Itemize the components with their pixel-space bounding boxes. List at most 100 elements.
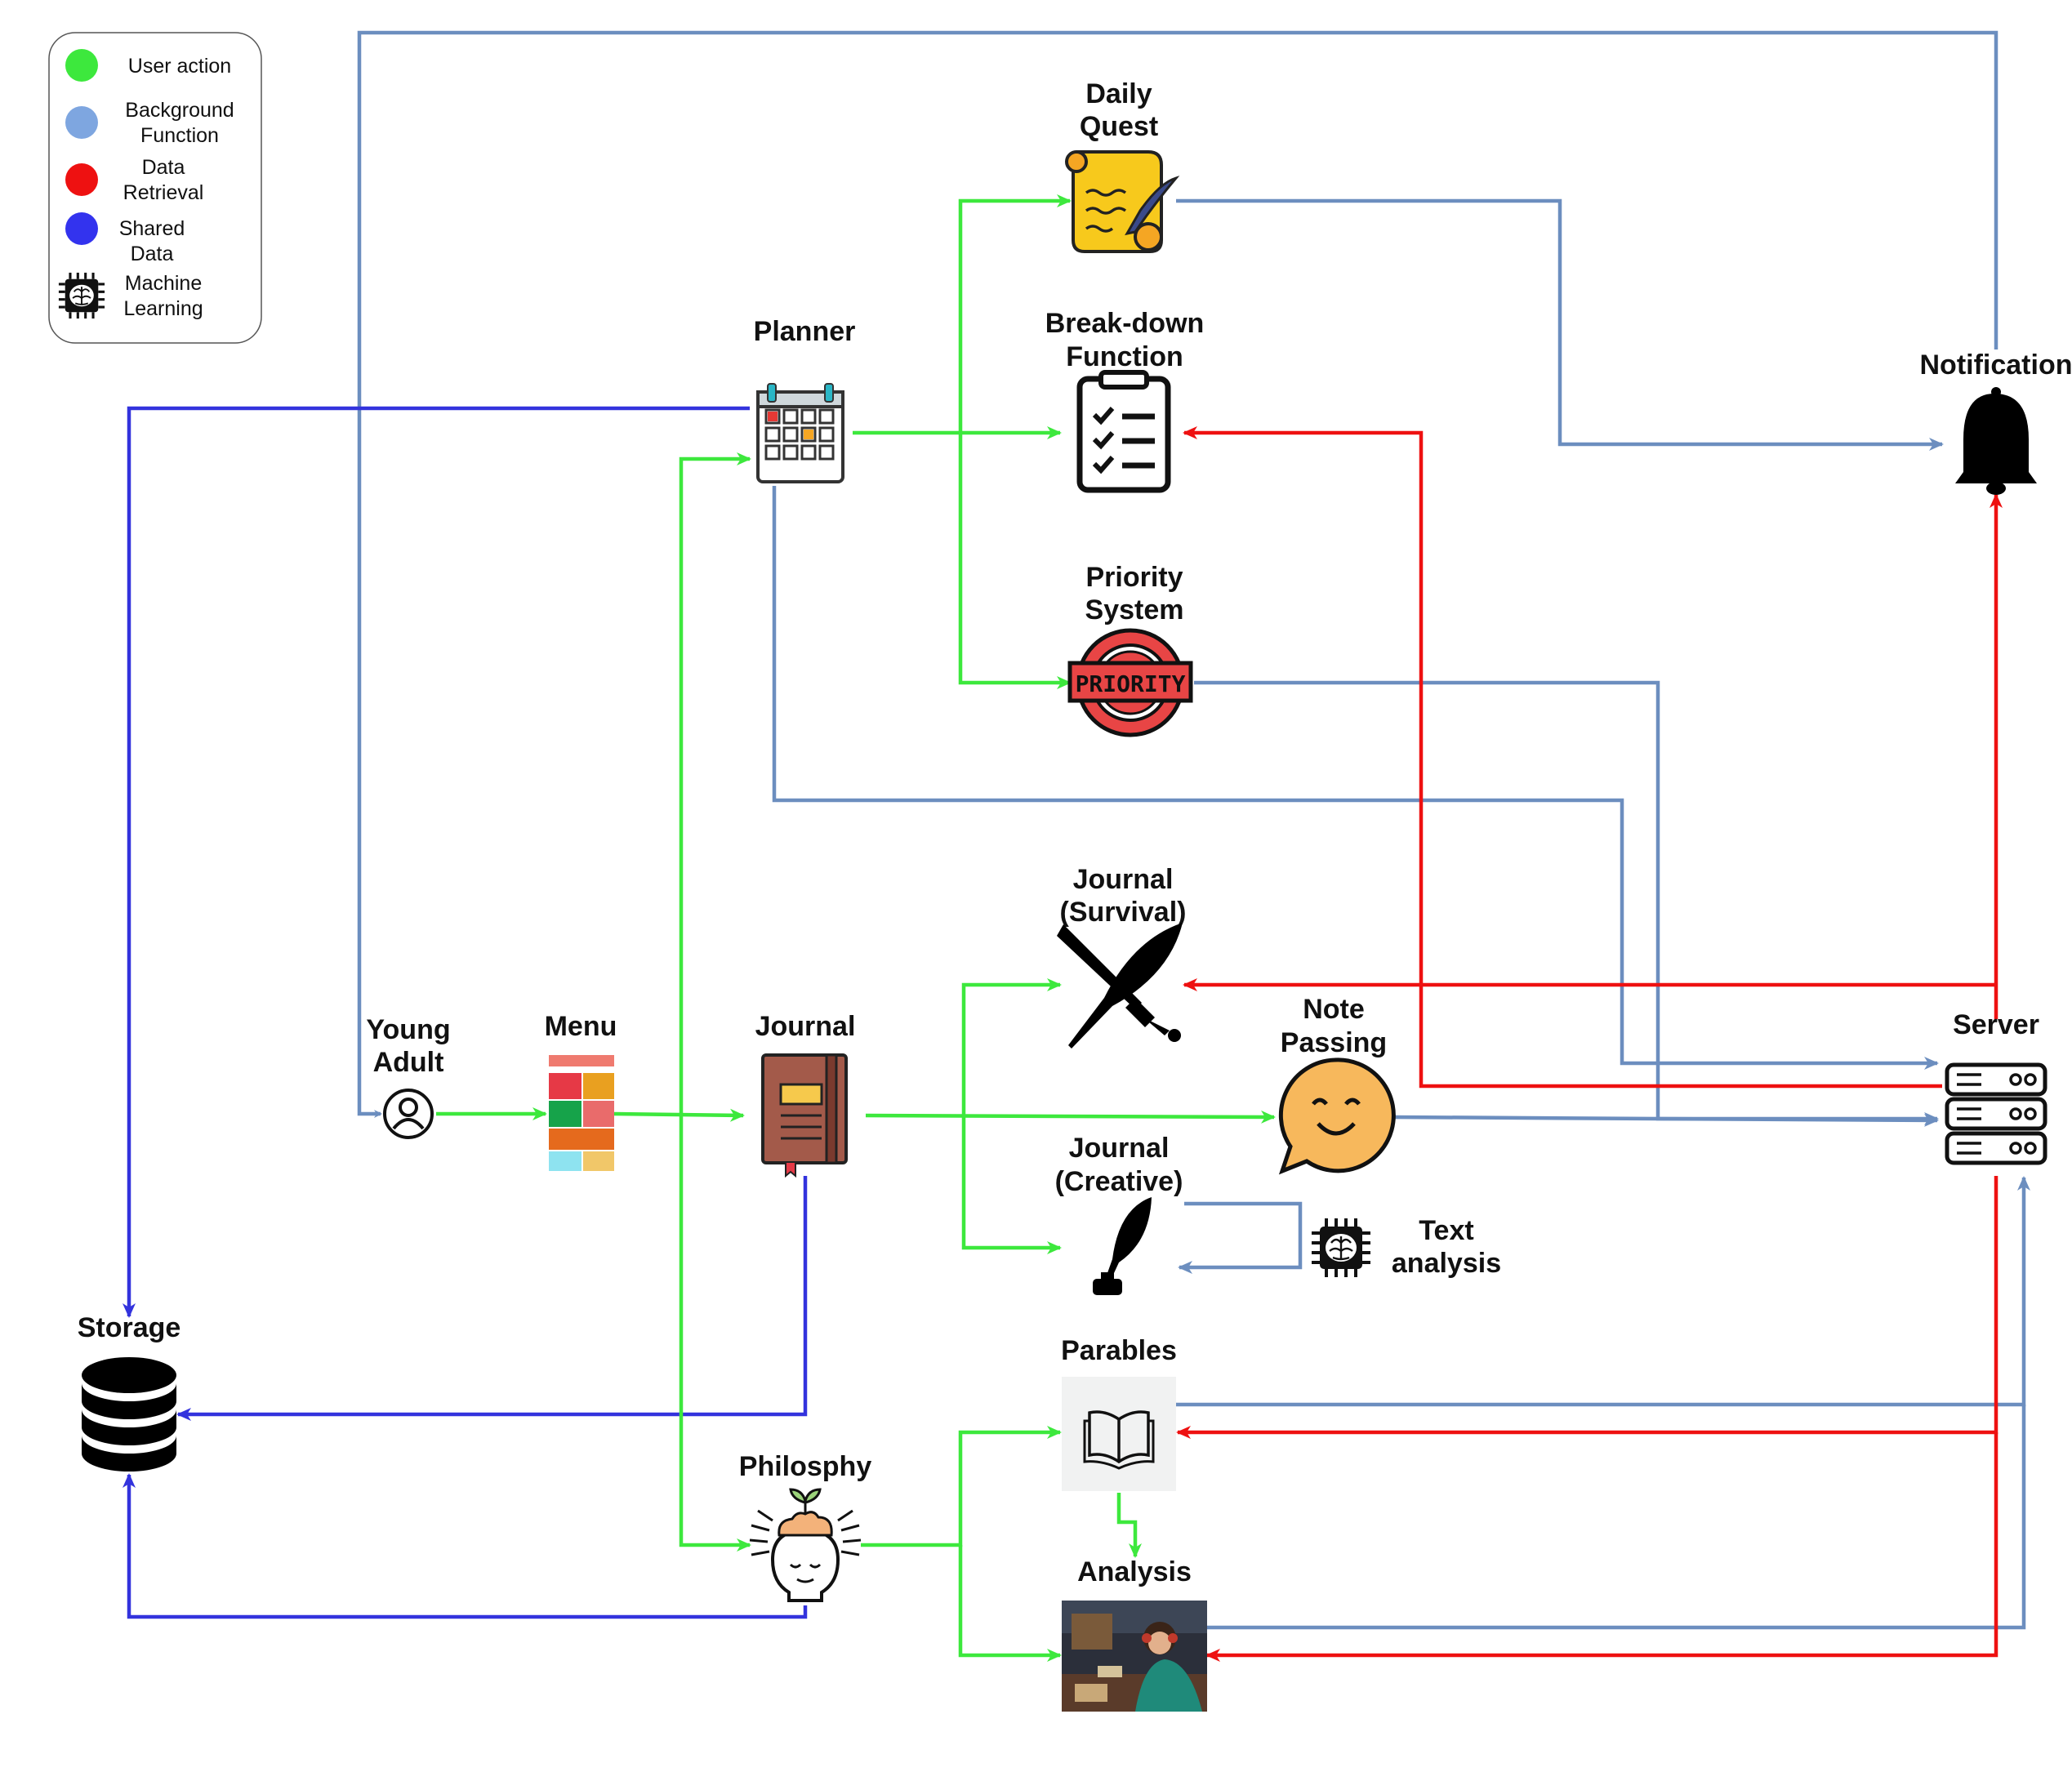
- node-journal-survival: Journal (Survival): [1057, 864, 1186, 1049]
- label-young-adult-line1: Young: [366, 1014, 450, 1045]
- label-breakdown-line1: Break-down: [1045, 308, 1205, 339]
- node-journal: Journal: [755, 1011, 856, 1178]
- edge-planner-storage: [123, 406, 750, 1318]
- connectors-user-action: [436, 194, 1276, 1662]
- legend-user-action: User action: [128, 55, 231, 78]
- node-analysis: Analysis: [1062, 1556, 1207, 1712]
- edge-note-passing-to-server: [1392, 1113, 1939, 1127]
- connectors-background: [357, 30, 2030, 1630]
- edge-text-analysis-loop: [1178, 1201, 1303, 1274]
- edge-server-to-breakdown: [1183, 426, 1942, 1089]
- edge-journal-storage: [176, 1176, 808, 1421]
- label-notification: Notification: [1920, 350, 2072, 381]
- label-breakdown-line2: Function: [1066, 341, 1183, 372]
- label-daily-quest-line1: Daily: [1085, 78, 1152, 109]
- priority-stamp-icon: PRIORITY: [1067, 628, 1193, 737]
- menu-tiles-icon: [549, 1055, 614, 1171]
- crossed-quill-sword-icon: [1057, 923, 1183, 1049]
- node-server: Server: [1945, 1009, 2047, 1165]
- database-icon: [82, 1357, 176, 1472]
- scroll-quill-icon: [1065, 150, 1180, 253]
- node-philosophy: Philosphy: [739, 1451, 872, 1602]
- node-parables: Parables: [1061, 1335, 1177, 1491]
- priority-badge-text: PRIORITY: [1076, 670, 1186, 697]
- edge-menu-to-journal: [613, 1108, 745, 1122]
- checklist-clipboard-icon: [1076, 370, 1171, 493]
- edge-analysis-to-server: [1207, 1405, 2026, 1630]
- node-journal-creative: Journal (Creative): [1055, 1133, 1183, 1295]
- edge-notification-to-young-adult: [357, 30, 1998, 1118]
- mind-plant-icon: [749, 1488, 862, 1602]
- label-journal-survival-line2: (Survival): [1060, 897, 1187, 928]
- edge-philosophy-storage: [123, 1473, 808, 1619]
- label-daily-quest-line2: Quest: [1080, 111, 1158, 142]
- legend-swatch-background-function: [65, 106, 98, 139]
- server-rack-icon: [1945, 1062, 2047, 1165]
- label-analysis: Analysis: [1077, 1556, 1192, 1587]
- user-circle-icon: [383, 1089, 434, 1139]
- node-note-passing: Note Passing: [1278, 994, 1396, 1175]
- quill-inkwell-icon: [1093, 1197, 1152, 1295]
- label-note-passing-line2: Passing: [1281, 1027, 1387, 1058]
- node-breakdown-function: Break-down Function: [1045, 308, 1205, 493]
- node-young-adult: Young Adult: [366, 1014, 451, 1139]
- label-journal: Journal: [755, 1011, 856, 1042]
- edge-journal-to-creative: [961, 1115, 1062, 1254]
- legend-machine-learning-line2: Learning: [123, 297, 203, 320]
- edge-philosophy-to-parables: [861, 1426, 1062, 1547]
- edge-planner-to-server: [772, 486, 1939, 1070]
- node-daily-quest: Daily Quest: [1065, 78, 1180, 253]
- label-philosophy: Philosphy: [739, 1451, 872, 1482]
- legend-data-retrieval-line2: Retrieval: [123, 181, 204, 204]
- connectors-shared-data: [123, 406, 808, 1619]
- edge-journal-to-survival: [961, 978, 1062, 1115]
- node-priority-system: Priority System PRIORITY: [1067, 562, 1193, 737]
- bell-icon: [1955, 387, 2037, 495]
- legend-background-function-line2: Function: [140, 124, 219, 147]
- edge-philosophy-to-analysis: [958, 1545, 1062, 1662]
- label-text-analysis-line2: analysis: [1392, 1248, 1501, 1279]
- legend-data-retrieval-line1: Data: [142, 156, 185, 179]
- legend-swatch-data-retrieval: [65, 163, 98, 196]
- label-menu: Menu: [545, 1011, 617, 1042]
- legend-box: [48, 32, 262, 344]
- label-journal-survival-line1: Journal: [1073, 864, 1174, 895]
- open-book-icon: [1062, 1377, 1176, 1491]
- label-priority-line2: System: [1085, 594, 1184, 626]
- label-note-passing-line1: Note: [1303, 994, 1365, 1025]
- connectors-data-retrieval: [1176, 426, 2003, 1662]
- edge-parables-to-server: [1176, 1176, 2030, 1407]
- label-young-adult-line2: Adult: [373, 1047, 444, 1078]
- edge-planner-to-daily-quest: [958, 194, 1072, 433]
- label-server: Server: [1953, 1009, 2039, 1040]
- legend-swatch-user-action: [65, 49, 98, 82]
- legend-shared-data-line2: Data: [131, 243, 174, 265]
- label-journal-creative-line2: (Creative): [1055, 1166, 1183, 1197]
- node-notification: Notification: [1920, 350, 2072, 495]
- edge-menu-to-philosophy: [679, 1114, 751, 1552]
- smiley-speech-bubble-icon: [1278, 1057, 1396, 1175]
- reading-scene-image: [1062, 1601, 1207, 1712]
- legend-machine-learning-line1: Machine: [125, 272, 203, 295]
- notebook-icon: [761, 1053, 848, 1178]
- node-menu: Menu: [545, 1011, 617, 1171]
- label-storage: Storage: [78, 1312, 181, 1343]
- edge-parables-to-analysis: [1116, 1493, 1142, 1558]
- legend-shared-data-line1: Shared: [119, 217, 185, 240]
- edge-menu-to-planner: [679, 452, 751, 1114]
- edge-daily-quest-to-notification: [1176, 198, 1944, 451]
- legend-swatch-shared-data: [65, 212, 98, 245]
- label-text-analysis-line1: Text: [1419, 1215, 1473, 1246]
- label-priority-line1: Priority: [1085, 562, 1183, 593]
- node-text-analysis: Text analysis: [1310, 1215, 1501, 1279]
- calendar-icon: [756, 383, 844, 483]
- node-planner: Planner: [754, 316, 855, 483]
- legend-background-function-line1: Background: [125, 99, 234, 122]
- edge-journal-to-note-passing: [865, 1110, 1276, 1124]
- label-journal-creative-line1: Journal: [1069, 1133, 1170, 1164]
- label-parables: Parables: [1061, 1335, 1177, 1366]
- legend: User action Background Function Data Ret…: [48, 32, 262, 344]
- edge-server-to-analysis: [1205, 1432, 1998, 1662]
- edge-planner-to-priority: [958, 433, 1072, 689]
